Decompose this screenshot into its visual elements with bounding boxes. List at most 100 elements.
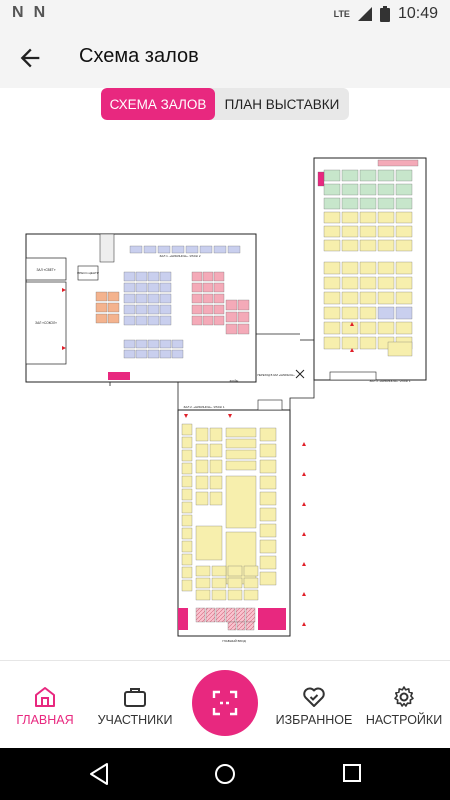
booth[interactable]	[171, 339, 184, 349]
booth[interactable]	[213, 304, 225, 315]
booth[interactable]	[245, 607, 256, 623]
booth[interactable]	[259, 523, 277, 538]
booth[interactable]	[377, 291, 395, 305]
booth[interactable]	[181, 514, 193, 527]
booth[interactable]	[377, 261, 395, 275]
booth[interactable]	[181, 436, 193, 449]
booth[interactable]	[323, 276, 341, 290]
booth[interactable]	[377, 159, 419, 167]
booth[interactable]	[225, 460, 257, 471]
booth[interactable]	[259, 491, 277, 506]
booth[interactable]	[181, 566, 193, 579]
booth[interactable]	[341, 169, 359, 182]
booth[interactable]	[323, 261, 341, 275]
booth[interactable]	[341, 306, 359, 320]
booth[interactable]	[323, 183, 341, 196]
booth[interactable]	[395, 321, 413, 335]
booth[interactable]	[377, 225, 395, 238]
booth[interactable]	[159, 339, 172, 349]
booth[interactable]	[243, 577, 259, 589]
booth[interactable]	[225, 299, 238, 311]
booth[interactable]	[341, 276, 359, 290]
booth[interactable]	[107, 313, 120, 324]
booth[interactable]	[171, 349, 184, 359]
booth[interactable]	[209, 459, 223, 474]
booth[interactable]	[395, 239, 413, 252]
booth[interactable]	[341, 321, 359, 335]
booth[interactable]	[171, 245, 185, 254]
booth[interactable]	[181, 527, 193, 540]
booth[interactable]	[211, 565, 227, 577]
booth[interactable]	[237, 323, 250, 335]
booth[interactable]	[359, 211, 377, 224]
booth[interactable]	[123, 349, 136, 359]
booth[interactable]	[123, 304, 136, 315]
booth[interactable]	[259, 475, 277, 490]
booth[interactable]	[395, 276, 413, 290]
booth[interactable]	[135, 315, 148, 326]
booth[interactable]	[195, 459, 209, 474]
booth[interactable]	[107, 302, 120, 313]
booth[interactable]	[259, 459, 277, 474]
tab-hall-scheme[interactable]: СХЕМА ЗАЛОВ	[101, 88, 215, 120]
booth[interactable]	[195, 565, 211, 577]
booth[interactable]	[225, 475, 257, 529]
booth[interactable]	[395, 306, 413, 320]
booth[interactable]	[359, 197, 377, 210]
booth[interactable]	[359, 321, 377, 335]
booth[interactable]	[395, 291, 413, 305]
booth[interactable]	[323, 336, 341, 350]
booth[interactable]	[259, 443, 277, 458]
booth[interactable]	[209, 427, 223, 442]
booth[interactable]	[227, 621, 237, 631]
booth[interactable]	[377, 183, 395, 196]
booth[interactable]	[225, 323, 238, 335]
system-back-icon[interactable]	[88, 762, 110, 786]
booth[interactable]	[95, 302, 108, 313]
booth[interactable]	[202, 271, 214, 282]
booth[interactable]	[243, 565, 259, 577]
booth[interactable]	[135, 339, 148, 349]
booth[interactable]	[395, 183, 413, 196]
booth[interactable]	[245, 621, 255, 631]
nav-participants[interactable]: УЧАСТНИКИ	[92, 685, 178, 727]
booth[interactable]	[377, 306, 395, 320]
booth[interactable]	[225, 449, 257, 460]
booth[interactable]	[209, 491, 223, 506]
booth[interactable]	[159, 315, 172, 326]
booth[interactable]	[159, 293, 172, 304]
booth[interactable]	[159, 304, 172, 315]
booth[interactable]	[227, 565, 243, 577]
booth[interactable]	[205, 607, 216, 623]
booth[interactable]	[213, 315, 225, 326]
booth[interactable]	[323, 225, 341, 238]
booth[interactable]	[202, 304, 214, 315]
booth[interactable]	[377, 169, 395, 182]
booth[interactable]	[195, 475, 209, 490]
booth[interactable]	[159, 349, 172, 359]
booth[interactable]	[129, 245, 143, 254]
booth[interactable]	[185, 245, 199, 254]
booth[interactable]	[202, 282, 214, 293]
booth[interactable]	[95, 291, 108, 302]
booth[interactable]	[215, 607, 226, 623]
booth[interactable]	[195, 525, 223, 561]
booth[interactable]	[195, 607, 206, 623]
booth[interactable]	[107, 291, 120, 302]
booth[interactable]	[377, 239, 395, 252]
booth[interactable]	[195, 427, 209, 442]
booth[interactable]	[243, 589, 259, 601]
booth[interactable]	[95, 313, 108, 324]
booth[interactable]	[181, 540, 193, 553]
booth[interactable]	[191, 271, 203, 282]
booth[interactable]	[225, 311, 238, 323]
booth[interactable]	[147, 293, 160, 304]
booth[interactable]	[123, 315, 136, 326]
nav-home[interactable]: ГЛАВНАЯ	[14, 685, 76, 727]
booth[interactable]	[143, 245, 157, 254]
booth[interactable]	[259, 571, 277, 586]
booth[interactable]	[202, 293, 214, 304]
booth[interactable]	[236, 621, 246, 631]
booth[interactable]	[157, 245, 171, 254]
booth[interactable]	[377, 211, 395, 224]
